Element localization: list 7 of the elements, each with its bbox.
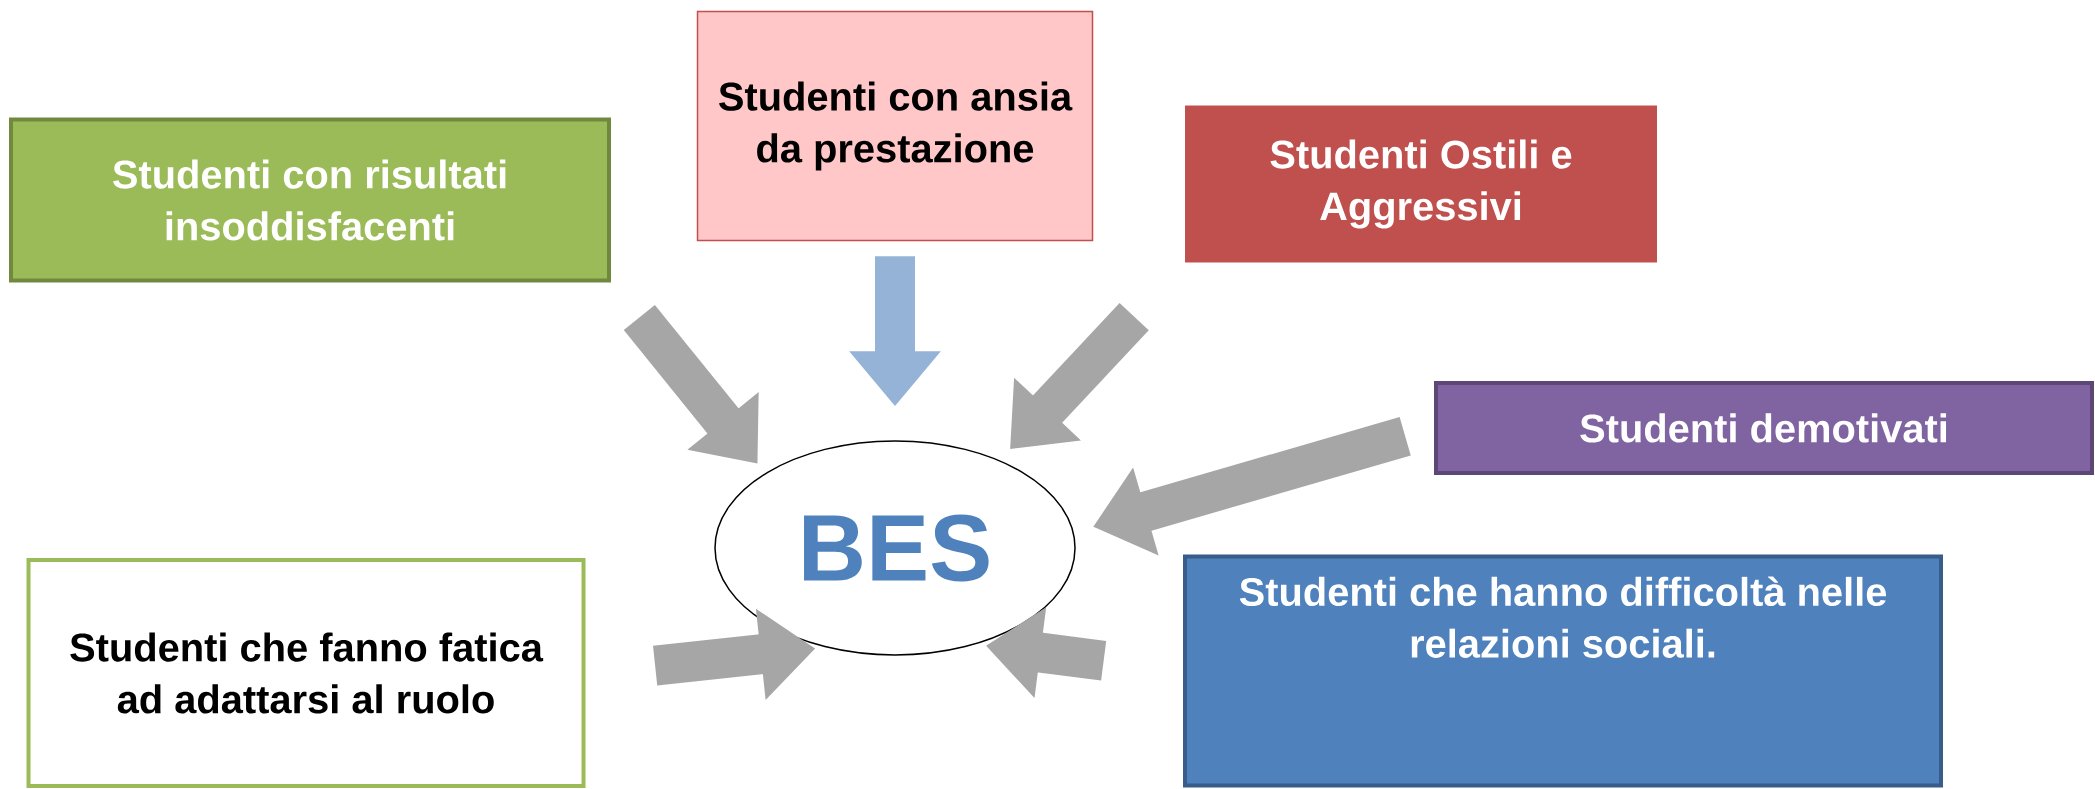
- category-box: Studenti con ansia da prestazione: [696, 10, 1094, 242]
- category-box: Studenti Ostili e Aggressivi: [1182, 102, 1660, 266]
- category-box: Studenti che hanno difficoltà nelle relazioni sociali.: [1183, 554, 1943, 788]
- category-box: Studenti demotivati: [1434, 381, 2094, 475]
- category-box: Studenti che fanno fatica ad adattarsi al ruolo: [26, 558, 586, 788]
- arrow: [1010, 302, 1149, 449]
- category-box: Studenti con risultati insoddisfacenti: [9, 117, 611, 283]
